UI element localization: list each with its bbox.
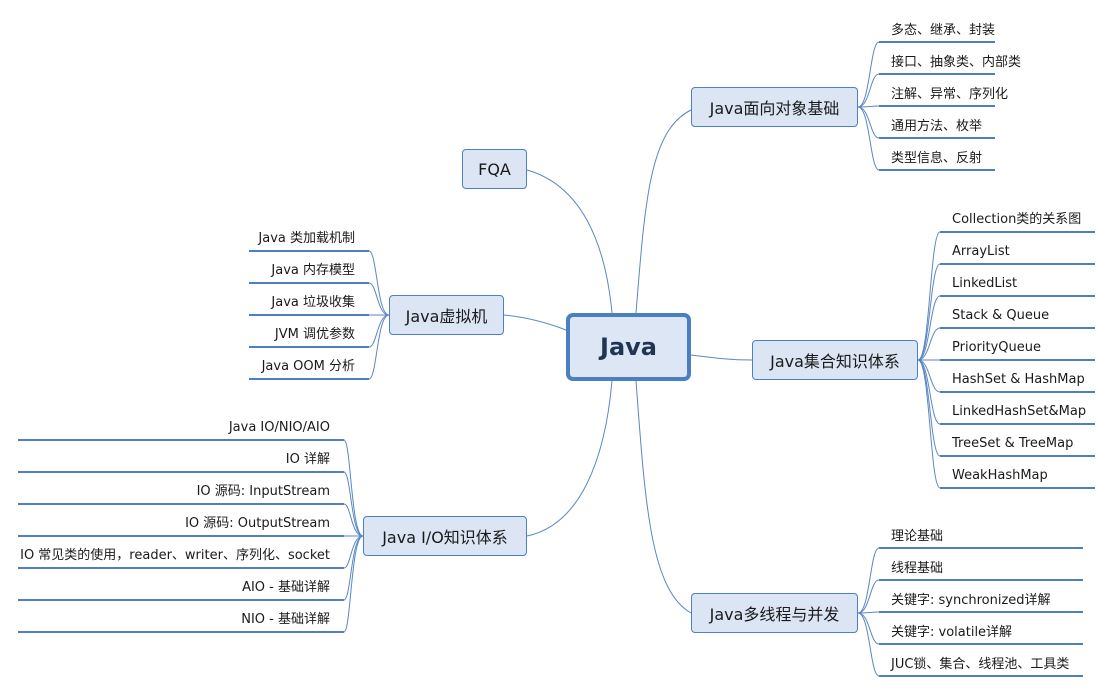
- leaf-io-1[interactable]: Java IO/NIO/AIO: [228, 420, 330, 435]
- connector-root-concurrency: [635, 380, 692, 614]
- leaf-io-2[interactable]: IO 详解: [285, 452, 330, 467]
- connector-root-collections: [690, 354, 753, 361]
- leaf-oop-connector-5: [857, 106, 880, 171]
- leaf-oop-1[interactable]: 多态、继承、封装: [891, 23, 996, 38]
- leaf-coll-connector-7: [917, 359, 941, 425]
- leaf-oop-3[interactable]: 注解、异常、序列化: [891, 87, 1009, 102]
- leaf-io-connector-7: [343, 535, 364, 633]
- leaf-coll-8[interactable]: TreeSet & TreeMap: [952, 436, 1074, 451]
- leaf-oop-2[interactable]: 接口、抽象类、内部类: [891, 55, 1022, 70]
- leaf-io-5[interactable]: IO 常见类的使用，reader、writer、序列化、socket: [20, 548, 330, 563]
- leaf-conc-connector-1: [857, 547, 880, 614]
- leaf-jvm-connector-2: [368, 282, 390, 316]
- leaf-coll-connector-4: [917, 327, 941, 361]
- leaf-coll-2[interactable]: ArrayList: [952, 244, 1010, 259]
- leaf-coll-connector-2: [917, 263, 941, 361]
- leaf-io-connector-3: [343, 503, 364, 537]
- leaf-conc-connector-3: [857, 611, 880, 614]
- leaf-coll-1[interactable]: Collection类的关系图: [952, 212, 1082, 227]
- leaf-io-connector-2: [343, 471, 364, 537]
- leaf-coll-7[interactable]: LinkedHashSet&Map: [952, 404, 1087, 419]
- connector-root-oop: [635, 109, 692, 314]
- leaf-coll-connector-1: [917, 231, 941, 361]
- leaf-io-7[interactable]: NIO - 基础详解: [241, 612, 330, 627]
- leaf-conc-connector-5: [857, 612, 880, 677]
- branch-oop[interactable]: Java面向对象基础: [691, 87, 858, 127]
- leaf-coll-6[interactable]: HashSet & HashMap: [952, 372, 1085, 387]
- leaf-io-connector-5: [343, 535, 364, 569]
- root-node-java[interactable]: Java: [566, 313, 691, 381]
- leaf-io-6[interactable]: AIO - 基础详解: [242, 580, 330, 595]
- leaf-conc-1[interactable]: 理论基础: [891, 529, 944, 544]
- leaf-io-connector-1: [343, 439, 364, 537]
- leaf-conc-3[interactable]: 关键字: synchronized详解: [891, 593, 1051, 608]
- leaf-conc-4[interactable]: 关键字: volatile详解: [891, 625, 1013, 640]
- leaf-jvm-5[interactable]: Java OOM 分析: [261, 359, 355, 374]
- connector-root-fqa: [526, 169, 613, 314]
- branch-concurrency[interactable]: Java多线程与并发: [691, 593, 858, 633]
- leaf-coll-4[interactable]: Stack & Queue: [952, 308, 1050, 323]
- leaf-conc-connector-2: [857, 579, 880, 614]
- leaf-jvm-connector-4: [368, 314, 390, 348]
- leaf-jvm-2[interactable]: Java 内存模型: [271, 263, 355, 278]
- leaf-io-connector-6: [343, 535, 364, 601]
- connector-root-io: [526, 380, 613, 537]
- connector-root-jvm: [503, 314, 567, 331]
- leaf-coll-9[interactable]: WeakHashMap: [952, 468, 1048, 483]
- branch-fqa[interactable]: FQA: [462, 149, 527, 189]
- leaf-coll-connector-9: [917, 359, 941, 489]
- leaf-conc-5[interactable]: JUC锁、集合、线程池、工具类: [891, 657, 1070, 672]
- leaf-jvm-1[interactable]: Java 类加载机制: [258, 231, 355, 246]
- leaf-oop-connector-2: [857, 73, 880, 108]
- leaf-jvm-4[interactable]: JVM 调优参数: [274, 327, 355, 342]
- leaf-conc-2[interactable]: 线程基础: [891, 561, 944, 576]
- leaf-jvm-3[interactable]: Java 垃圾收集: [271, 295, 355, 310]
- leaf-coll-connector-3: [917, 295, 941, 361]
- branch-io[interactable]: Java I/O知识体系: [363, 516, 527, 556]
- branch-jvm[interactable]: Java虚拟机: [389, 295, 504, 335]
- leaf-jvm-connector-1: [368, 250, 390, 316]
- leaf-oop-4[interactable]: 通用方法、枚举: [891, 119, 983, 134]
- leaf-coll-3[interactable]: LinkedList: [952, 276, 1018, 291]
- leaf-oop-5[interactable]: 类型信息、反射: [891, 151, 983, 166]
- leaf-io-4[interactable]: IO 源码: OutputStream: [185, 516, 330, 531]
- leaf-coll-5[interactable]: PriorityQueue: [952, 340, 1041, 355]
- leaf-oop-connector-3: [857, 105, 880, 108]
- leaf-io-3[interactable]: IO 源码: InputStream: [196, 484, 330, 499]
- leaf-jvm-connector-5: [368, 314, 390, 380]
- branch-collections[interactable]: Java集合知识体系: [752, 340, 918, 380]
- leaf-oop-connector-1: [857, 41, 880, 108]
